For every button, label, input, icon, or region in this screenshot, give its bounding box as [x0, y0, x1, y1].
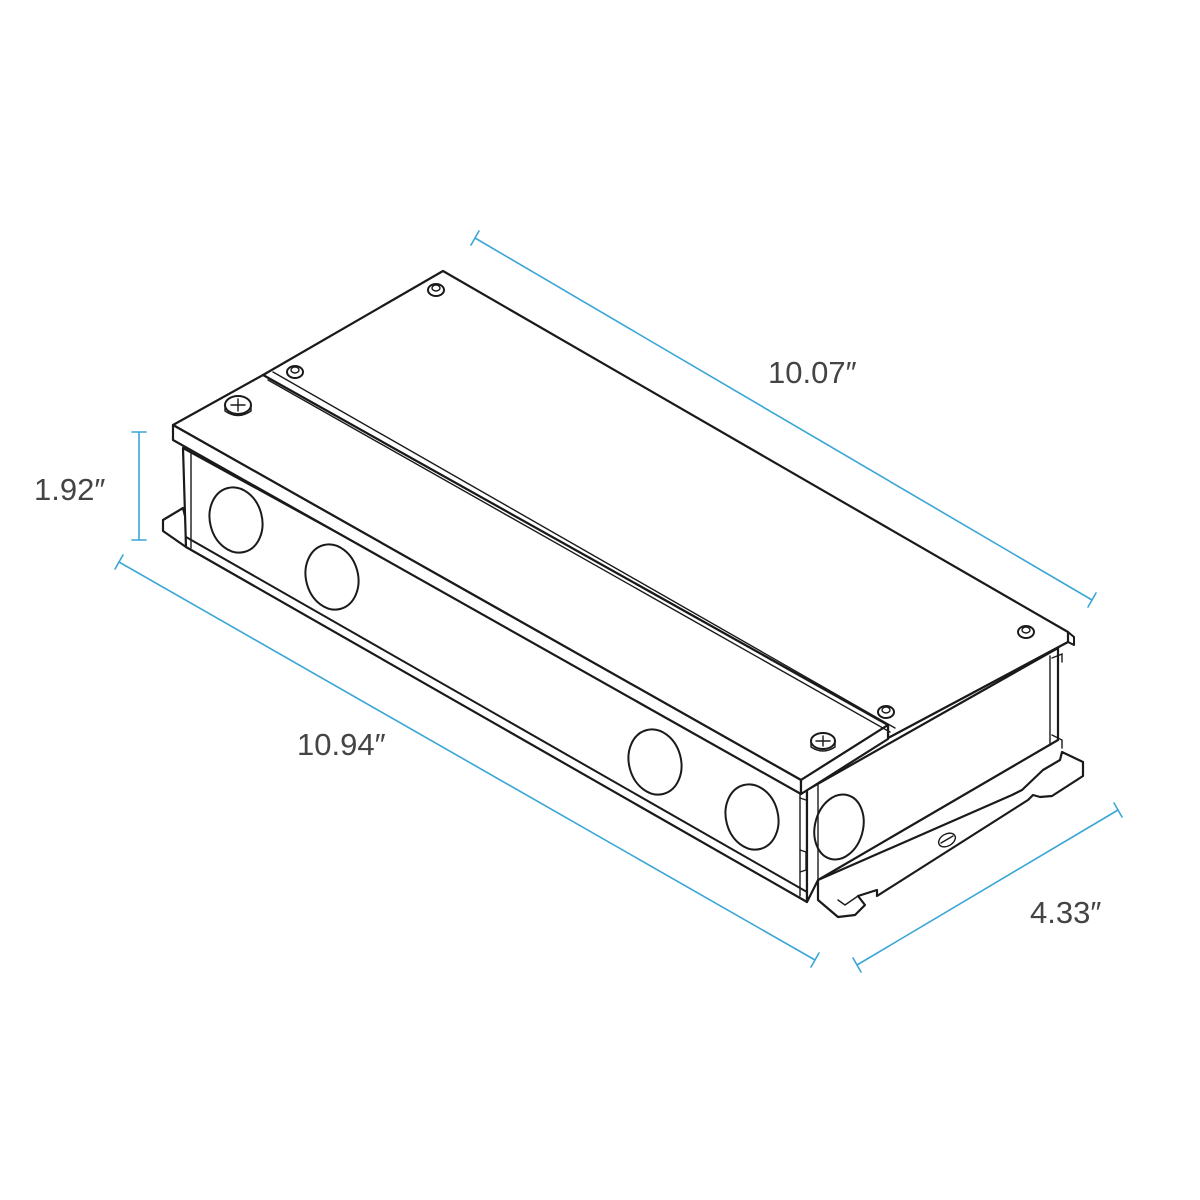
panel-seam-line-2	[267, 379, 891, 733]
end-face-clip-top	[1051, 652, 1063, 663]
dimension-line-side-length	[114, 554, 820, 968]
end-face-clip	[1051, 734, 1063, 749]
rear-top-panel-side	[1067, 631, 1075, 646]
front-top-panel-lip-end	[799, 723, 890, 796]
dimension-line-depth	[852, 802, 1123, 973]
dimension-line-height	[131, 431, 147, 541]
dimension-lines	[114, 230, 1123, 973]
dimension-label-side-length: 10.94″	[297, 727, 386, 762]
front-side-bottom-edge	[185, 536, 808, 893]
knockout-hole-1	[208, 486, 264, 554]
knockout-hole-2	[304, 543, 360, 611]
screw-front-left	[224, 395, 252, 417]
dimension-label-depth: 4.33″	[1030, 895, 1101, 930]
enclosure-box	[161, 269, 1085, 919]
dimension-label-top-length: 10.07″	[768, 355, 857, 390]
corner-seam-tab	[799, 849, 807, 873]
knockout-hole-end	[813, 793, 865, 861]
rear-top-panel-edge	[887, 641, 1069, 739]
screw-front-right	[810, 732, 836, 752]
knockout-hole-3	[627, 728, 683, 796]
dimension-line-top-length	[470, 230, 1097, 608]
screw-rear-top	[427, 283, 445, 297]
flange-slot	[937, 832, 957, 848]
flange-notch-left	[837, 895, 859, 906]
right-mounting-flange	[816, 750, 1085, 919]
corner-seam-tab-top	[799, 797, 807, 801]
panel-seam-line	[272, 371, 896, 729]
dimension-label-height: 1.92″	[34, 472, 105, 507]
end-face	[805, 646, 1060, 904]
screw-rear-right	[1017, 625, 1035, 639]
flange-slot-inner	[940, 835, 954, 844]
knockout-hole-4	[724, 783, 780, 851]
screw-rear-bottom	[877, 705, 895, 719]
screw-rear-left	[286, 365, 304, 379]
left-mounting-flange	[161, 506, 188, 549]
